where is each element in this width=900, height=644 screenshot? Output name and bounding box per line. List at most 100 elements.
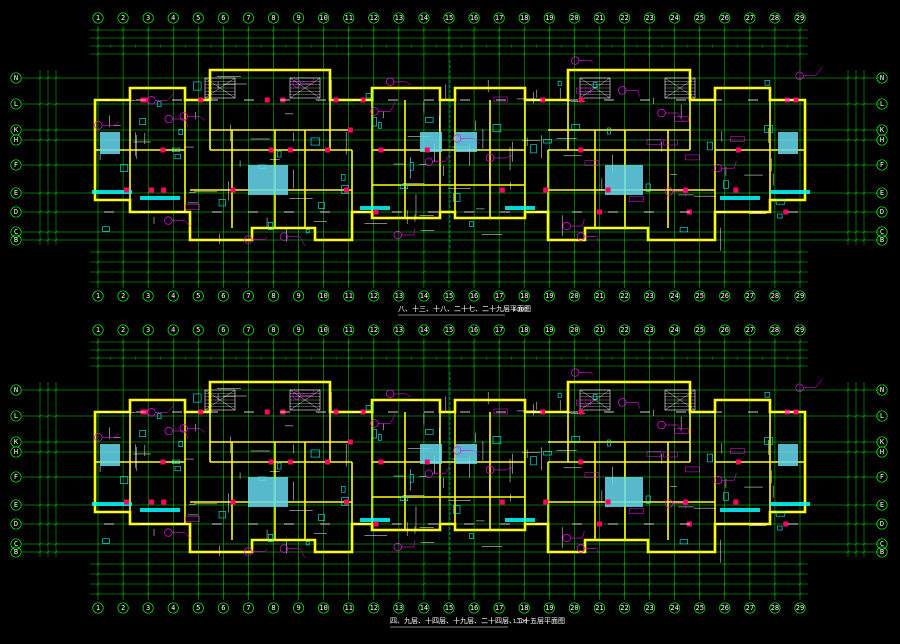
axis-bubble-label: 12 bbox=[370, 14, 378, 22]
axis-bubble-label: 18 bbox=[520, 604, 528, 612]
axis-bubble bbox=[744, 12, 756, 24]
dimension-tick bbox=[372, 348, 376, 352]
fixture-outline bbox=[557, 80, 562, 86]
dimension-tick bbox=[472, 36, 476, 40]
dimension-tick bbox=[422, 52, 426, 56]
dimension-tick bbox=[271, 340, 276, 344]
axis-bubble bbox=[267, 324, 280, 336]
dimension-tick bbox=[121, 364, 125, 368]
dimension-tick bbox=[321, 340, 326, 344]
dimension-tick bbox=[96, 250, 100, 254]
axis-bubble-label: 25 bbox=[695, 604, 703, 612]
dimension-tick bbox=[221, 260, 226, 264]
axis-bubble-label: F bbox=[880, 473, 884, 481]
dimension-tick bbox=[54, 230, 58, 234]
dimension-tick bbox=[347, 270, 351, 274]
dimension-tick bbox=[698, 250, 702, 254]
dimension-tick bbox=[38, 163, 42, 167]
structural-column bbox=[230, 187, 236, 193]
axis-bubble bbox=[694, 290, 706, 302]
dimension-tick bbox=[196, 44, 200, 48]
structural-column bbox=[198, 409, 204, 415]
structural-column bbox=[161, 499, 167, 505]
structural-column bbox=[343, 187, 349, 193]
axis-bubble bbox=[669, 12, 681, 24]
axis-bubble-label: 7 bbox=[246, 604, 250, 612]
dimension-tick bbox=[171, 280, 175, 284]
fixture-outline bbox=[543, 451, 552, 456]
dimension-tick bbox=[347, 592, 351, 596]
dimension-tick bbox=[748, 356, 752, 360]
balcony-strip bbox=[505, 206, 535, 210]
dimension-tick bbox=[846, 102, 850, 106]
axis-bubble bbox=[318, 12, 330, 24]
stair-cross bbox=[289, 77, 321, 99]
axis-bubble-label: H bbox=[880, 448, 884, 456]
axis-bubble-label: 26 bbox=[721, 326, 729, 334]
fixture-outline bbox=[120, 476, 129, 485]
structural-column bbox=[123, 499, 129, 505]
dimension-tick bbox=[372, 36, 376, 40]
axis-bubble-label: H bbox=[14, 136, 18, 144]
dimension-tick bbox=[854, 191, 858, 195]
dimension-tick bbox=[547, 28, 551, 32]
axis-bubble bbox=[92, 290, 104, 302]
dimension-tick bbox=[862, 450, 866, 454]
dimension-tick bbox=[447, 356, 451, 360]
fixture-outline bbox=[492, 436, 502, 445]
fixture-outline bbox=[543, 139, 552, 144]
annotation-leader bbox=[733, 473, 737, 481]
axis-bubble bbox=[192, 324, 204, 336]
axis-bubble-label: 10 bbox=[319, 292, 327, 300]
dimension-tick bbox=[854, 102, 858, 106]
axis-bubble-label: 21 bbox=[595, 604, 603, 612]
dimension-tick bbox=[597, 582, 602, 586]
dimension-tick bbox=[672, 592, 677, 596]
axis-bubble-label: 26 bbox=[721, 292, 729, 300]
annotation-leader bbox=[582, 218, 585, 227]
axis-bubble bbox=[876, 134, 888, 146]
plan-scale: 1:100 bbox=[513, 619, 527, 625]
dimension-tick bbox=[321, 364, 326, 368]
axis-bubble bbox=[443, 324, 455, 336]
dimension-tick bbox=[723, 340, 727, 344]
dimension-tick bbox=[171, 348, 175, 352]
annotation-leader bbox=[264, 549, 268, 552]
dimension-tick bbox=[846, 440, 850, 444]
axis-bubble-label: 9 bbox=[296, 14, 300, 22]
annotation-leader bbox=[167, 92, 175, 101]
dimension-tick bbox=[96, 340, 100, 344]
dimension-tick bbox=[121, 28, 125, 32]
dimension-tick bbox=[572, 270, 577, 274]
axis-bubble-label: 27 bbox=[746, 604, 754, 612]
axis-bubble-label: 20 bbox=[570, 326, 578, 334]
axis-bubble bbox=[568, 290, 580, 302]
axis-bubble bbox=[669, 324, 681, 336]
axis-bubble-label: N bbox=[880, 386, 884, 394]
dimension-tick bbox=[171, 270, 175, 274]
dimension-tick bbox=[347, 340, 351, 344]
dimension-tick bbox=[296, 562, 301, 566]
axis-bubble-label: 27 bbox=[746, 14, 754, 22]
annotation-leader bbox=[590, 60, 594, 64]
axis-bubble bbox=[393, 12, 405, 24]
annotation-leader bbox=[677, 112, 684, 122]
dimension-tick bbox=[121, 356, 125, 360]
axis-bubble-label: 16 bbox=[470, 14, 478, 22]
dimension-tick bbox=[46, 163, 50, 167]
axis-bubble bbox=[719, 324, 731, 336]
dimension-tick bbox=[372, 340, 376, 344]
dimension-tick bbox=[862, 191, 866, 195]
dimension-tick bbox=[862, 102, 866, 106]
dimension-tick bbox=[698, 36, 702, 40]
dimension-tick bbox=[572, 44, 577, 48]
dimension-tick bbox=[846, 210, 850, 214]
axis-bubble bbox=[719, 290, 731, 302]
annotation-leader bbox=[473, 450, 480, 457]
axis-bubble-label: D bbox=[14, 520, 18, 528]
axis-bubble-label: 12 bbox=[370, 292, 378, 300]
dimension-tick bbox=[547, 52, 551, 56]
dimension-tick bbox=[622, 52, 627, 56]
dimension-tick bbox=[497, 356, 501, 360]
axis-bubble-label: 15 bbox=[445, 604, 453, 612]
